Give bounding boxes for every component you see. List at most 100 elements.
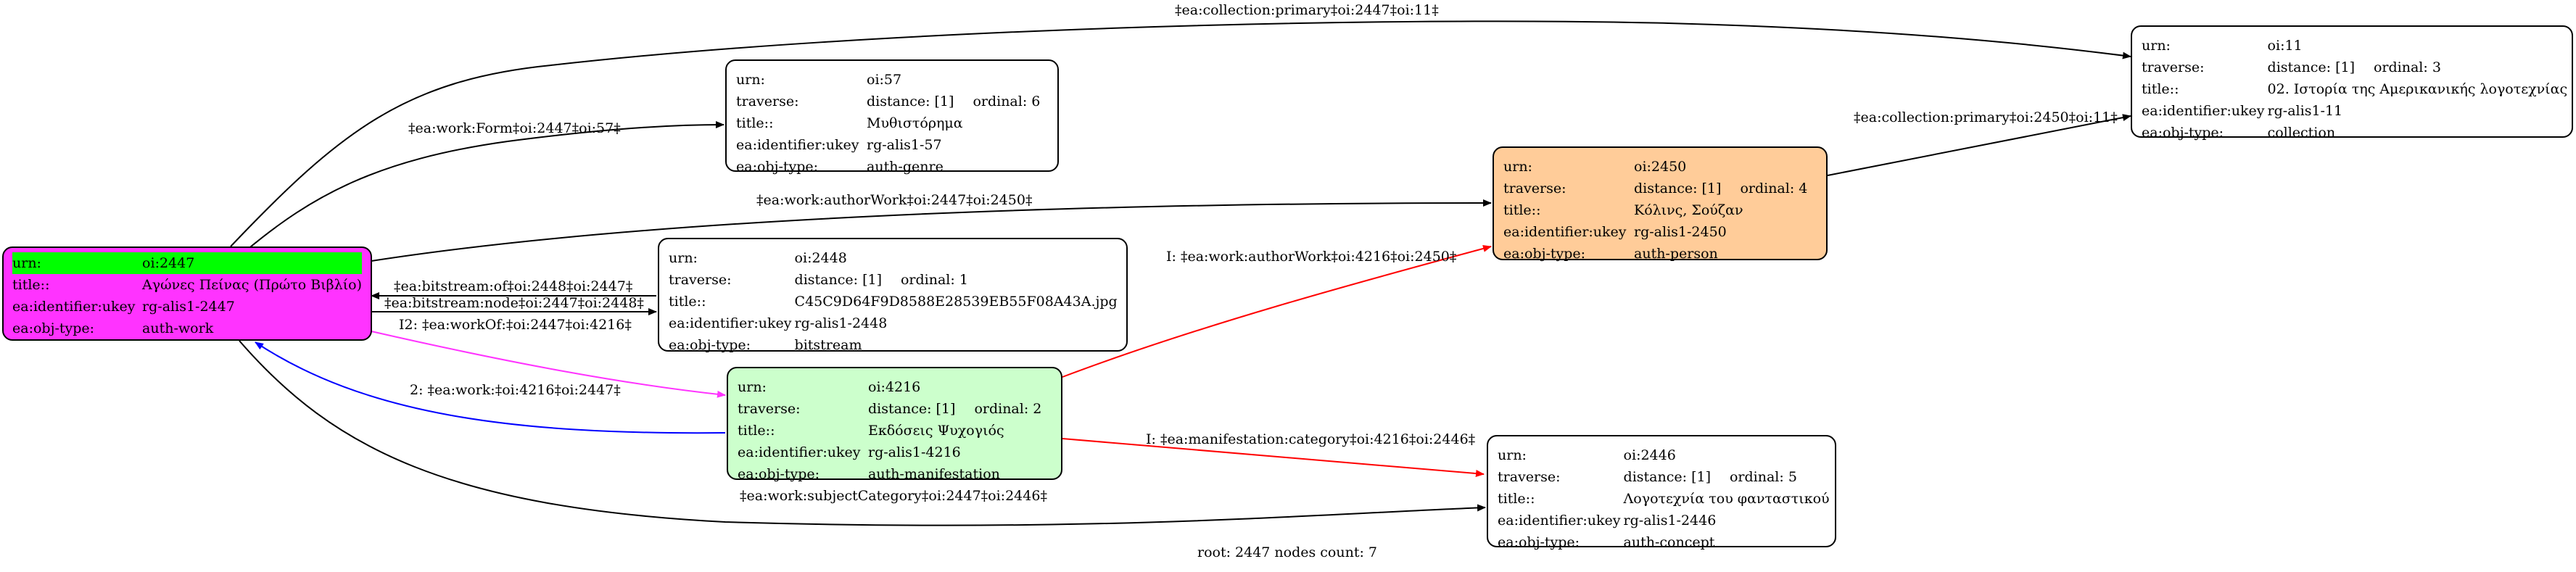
edge-work-4216-2447 bbox=[255, 341, 726, 434]
edge-label-collection-primary-2447-11: ‡ea:collection:primary‡oi:2447‡oi:11‡ bbox=[1175, 2, 1439, 18]
node-4216[interactable]: urn: oi:4216 traverse: distance: [1] ordi… bbox=[727, 367, 1062, 482]
urn-key: urn: bbox=[738, 379, 767, 395]
edge-collection-primary-2450-11 bbox=[1827, 114, 2131, 176]
urn-value: oi:2448 bbox=[794, 250, 847, 266]
traverse-distance: distance: [1] bbox=[2267, 59, 2355, 75]
edge-collection-primary-2447-11 bbox=[230, 20, 2131, 247]
title-key: title:: bbox=[736, 115, 774, 131]
type-value: bitstream bbox=[794, 337, 862, 353]
title-value: Εκδόσεις Ψυχογιός bbox=[868, 423, 1004, 439]
traverse-key: traverse: bbox=[1503, 181, 1566, 196]
traverse-key: traverse: bbox=[738, 401, 801, 417]
edge-label-bitstream-node: ‡ea:bitstream:node‡oi:2447‡oi:2448‡ bbox=[384, 295, 644, 311]
ukey-value: rg-alis1-2448 bbox=[794, 315, 888, 331]
edge-label-form: ‡ea:work:Form‡oi:2447‡oi:57‡ bbox=[408, 120, 621, 136]
node-2450[interactable]: urn: oi:2450 traverse: distance: [1] ordi… bbox=[1493, 146, 1828, 262]
traverse-key: traverse: bbox=[669, 272, 732, 288]
traverse-distance: distance: [1] bbox=[868, 401, 956, 417]
type-value: auth-genre bbox=[867, 159, 944, 175]
type-key: ea:obj-type: bbox=[669, 337, 751, 353]
urn-key: urn: bbox=[736, 72, 765, 88]
edge-label-bitstream-of: ‡ea:bitstream:of‡oi:2448‡oi:2447‡ bbox=[394, 278, 632, 294]
urn-key: urn: bbox=[1498, 447, 1527, 463]
title-value: Αγώνες Πείνας (Πρώτο Βιβλίο) bbox=[142, 277, 362, 293]
type-key: ea:obj-type: bbox=[738, 466, 820, 482]
traverse-distance: distance: [1] bbox=[1634, 181, 1722, 196]
type-key: ea:obj-type: bbox=[2142, 125, 2224, 141]
ukey-value: rg-alis1-2446 bbox=[1623, 513, 1717, 529]
traverse-ordinal: ordinal: 2 bbox=[974, 401, 1042, 417]
urn-value: oi:2450 bbox=[1634, 159, 1687, 175]
urn-key: urn: bbox=[669, 250, 698, 266]
traverse-key: traverse: bbox=[736, 94, 799, 109]
node-2446[interactable]: urn: oi:2446 traverse: distance: [1] ordi… bbox=[1487, 435, 1836, 550]
ukey-value: rg-alis1-4216 bbox=[868, 444, 961, 460]
traverse-distance: distance: [1] bbox=[794, 272, 882, 288]
title-key: title:: bbox=[12, 277, 50, 293]
ukey-value: rg-alis1-2450 bbox=[1634, 224, 1727, 240]
ukey-value: rg-alis1-57 bbox=[867, 137, 942, 153]
edge-label-author-work: ‡ea:work:authorWork‡oi:2447‡oi:2450‡ bbox=[756, 192, 1032, 208]
title-key: title:: bbox=[1503, 202, 1541, 218]
type-key: ea:obj-type: bbox=[1503, 246, 1586, 262]
title-key: title:: bbox=[669, 294, 706, 310]
edge-label-collection-primary-2450-11: ‡ea:collection:primary‡oi:2450‡oi:11‡ bbox=[1854, 109, 2118, 125]
title-key: title:: bbox=[2142, 81, 2179, 97]
title-key: title:: bbox=[738, 423, 775, 439]
traverse-key: traverse: bbox=[2142, 59, 2205, 75]
ukey-value: rg-alis1-2447 bbox=[142, 299, 235, 315]
urn-key: urn: bbox=[1503, 159, 1532, 175]
type-value: auth-person bbox=[1634, 246, 1718, 262]
title-value: 02. Ιστορία της Αμερικανικής λογοτεχνίας bbox=[2267, 81, 2568, 97]
type-key: ea:obj-type: bbox=[12, 320, 95, 336]
edge-work-of-2447-4216 bbox=[371, 331, 726, 398]
traverse-distance: distance: [1] bbox=[867, 94, 954, 109]
urn-key: urn: bbox=[2142, 38, 2171, 54]
traverse-ordinal: ordinal: 4 bbox=[1740, 181, 1808, 196]
edge-author-work-4216-2450 bbox=[1062, 245, 1492, 378]
traverse-ordinal: ordinal: 5 bbox=[1729, 469, 1797, 485]
title-value: C45C9D64F9D8588E28539EB55F08A43A.jpg bbox=[794, 294, 1118, 310]
edge-author-work-2447-2450 bbox=[371, 199, 1492, 262]
title-value: Κόλινς, Σούζαν bbox=[1634, 202, 1743, 218]
traverse-ordinal: ordinal: 3 bbox=[2373, 59, 2441, 75]
title-value: Λογοτεχνία του φανταστικού bbox=[1623, 491, 1830, 507]
node-57[interactable]: urn: oi:57 traverse: distance: [1] ordina… bbox=[725, 59, 1059, 175]
urn-key: urn: bbox=[12, 252, 140, 274]
node-11[interactable]: urn: oi:11 traverse: distance: [1] ordina… bbox=[2131, 25, 2573, 141]
ukey-value: rg-alis1-11 bbox=[2267, 103, 2343, 119]
node-2448[interactable]: urn: oi:2448 traverse: distance: [1] ordi… bbox=[658, 238, 1128, 353]
edge-label-manifestation-category: I: ‡ea:manifestation:category‡oi:4216‡oi… bbox=[1146, 431, 1475, 447]
title-key: title:: bbox=[1498, 491, 1535, 507]
urn-value: oi:57 bbox=[867, 72, 902, 88]
ukey-key: ea:identifier:ukey bbox=[2142, 103, 2265, 119]
edge-label-work-of: I2: ‡ea:workOf:‡oi:2447‡oi:4216‡ bbox=[399, 317, 632, 333]
traverse-ordinal: ordinal: 1 bbox=[900, 272, 968, 288]
edge-manifestation-category bbox=[1062, 438, 1485, 477]
urn-value: oi:2447 bbox=[139, 252, 362, 274]
edge-label-work-4216: 2: ‡ea:work:‡oi:4216‡oi:2447‡ bbox=[410, 382, 621, 398]
node-2447[interactable]: urn: oi:2447 title:: Αγώνες Πείνας (Πρώτ… bbox=[2, 246, 372, 341]
urn-value: oi:11 bbox=[2267, 38, 2303, 54]
edge-label-author-work-4216: I: ‡ea:work:authorWork‡oi:4216‡oi:2450‡ bbox=[1166, 249, 1456, 265]
ukey-key: ea:identifier:ukey bbox=[1498, 513, 1621, 529]
type-key: ea:obj-type: bbox=[1498, 534, 1580, 550]
edge-form-2447-57 bbox=[246, 121, 724, 251]
type-value: auth-work bbox=[142, 320, 214, 336]
traverse-ordinal: ordinal: 6 bbox=[973, 94, 1041, 109]
ukey-key: ea:identifier:ukey bbox=[12, 299, 136, 315]
edge-label-subject-category: ‡ea:work:subjectCategory‡oi:2447‡oi:2446… bbox=[740, 488, 1047, 504]
ukey-key: ea:identifier:ukey bbox=[669, 315, 792, 331]
urn-value: oi:2446 bbox=[1623, 447, 1676, 463]
title-value: Μυθιστόρημα bbox=[867, 115, 963, 131]
edge-subject-category bbox=[239, 340, 1486, 526]
type-value: auth-manifestation bbox=[868, 466, 1000, 482]
traverse-key: traverse: bbox=[1498, 469, 1561, 485]
node-2447-urn-row: urn: oi:2447 bbox=[12, 252, 362, 274]
urn-value: oi:4216 bbox=[868, 379, 921, 395]
type-value: collection bbox=[2267, 125, 2336, 141]
type-key: ea:obj-type: bbox=[736, 159, 819, 175]
traverse-distance: distance: [1] bbox=[1623, 469, 1711, 485]
type-value: auth-concept bbox=[1623, 534, 1715, 550]
